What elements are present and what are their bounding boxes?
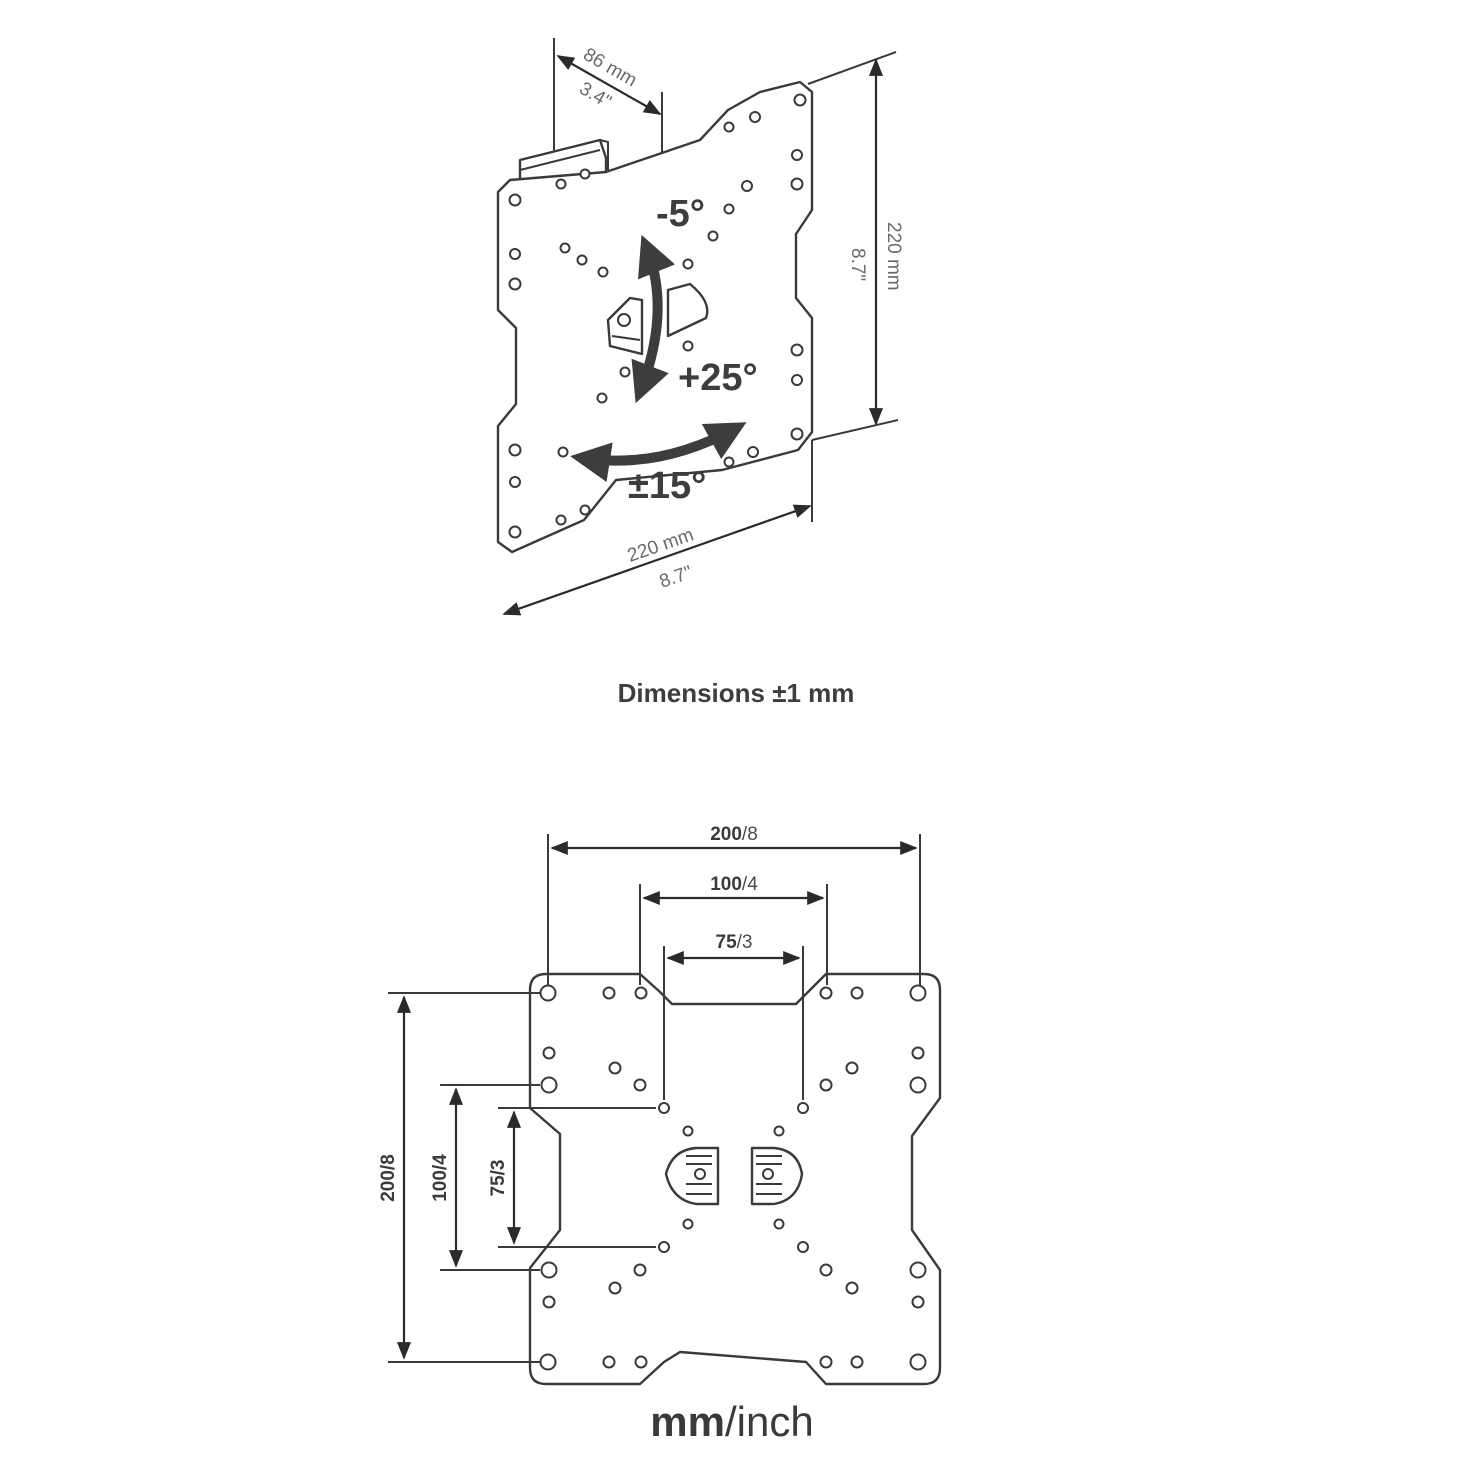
v100-label: 100/4	[430, 1154, 451, 1202]
perspective-view: -5° +25° ±15° 86 mm 3.4" 220 mm 8.7" 220…	[496, 38, 904, 616]
depth-dimension: 86 mm 3.4"	[553, 38, 663, 152]
h100-label: 100/4	[710, 874, 758, 895]
tilt-up-label: -5°	[656, 193, 705, 235]
front-holes	[539, 984, 927, 1371]
height-dimension: 220 mm 8.7"	[807, 51, 904, 441]
h75-label: 75/3	[716, 932, 753, 953]
dimensions-caption: Dimensions ±1 mm	[618, 678, 855, 708]
swivel-arrow	[570, 422, 747, 483]
front-plate	[528, 972, 942, 1386]
swivel-label: ±15°	[628, 465, 706, 507]
v75-label: 75/3	[488, 1160, 509, 1197]
width-inch-label: 8.7"	[657, 562, 695, 593]
horizontal-dimensions: 200/8 100/4 75/3	[547, 824, 921, 1100]
units-label: mm/inch	[650, 1398, 813, 1445]
width-mm-label: 220 mm	[625, 525, 697, 567]
v200-label: 200/8	[378, 1154, 399, 1202]
vertical-dimensions: 200/8 100/4 75/3	[378, 992, 656, 1363]
depth-inch-label: 3.4"	[576, 78, 615, 113]
tilt-down-label: +25°	[678, 357, 758, 399]
height-mm-label: 220 mm	[883, 222, 904, 291]
tilt-arrow	[631, 234, 676, 404]
h200-label: 200/8	[710, 824, 758, 845]
front-view: 200/8 100/4 75/3 200/8 100/4 75/3	[378, 824, 942, 1386]
height-inch-label: 8.7"	[847, 248, 868, 281]
center-brackets	[664, 1146, 804, 1206]
